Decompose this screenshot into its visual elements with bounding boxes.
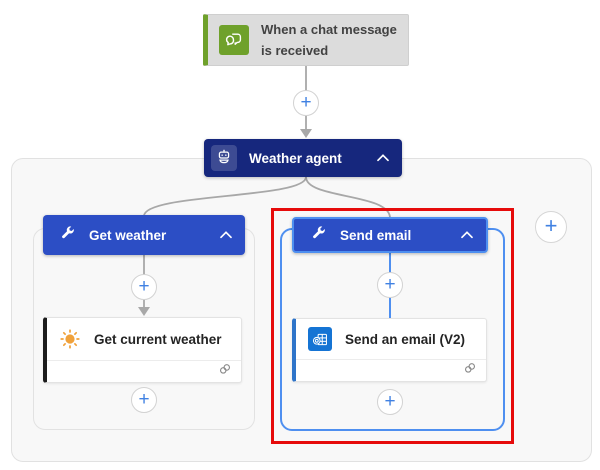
branch-label: Get weather <box>89 227 167 243</box>
trigger-title: When a chat message is received <box>261 22 397 58</box>
add-tool-button[interactable]: + <box>535 211 567 243</box>
branch-label: Send email <box>340 227 412 243</box>
weather-agent-card[interactable]: Weather agent <box>204 139 402 177</box>
send-email-header[interactable]: Send email <box>292 217 488 253</box>
card-footer <box>296 359 486 381</box>
connection-icon[interactable] <box>218 362 232 381</box>
plus-icon: + <box>300 91 312 113</box>
insert-step-button-right[interactable]: + <box>377 272 403 298</box>
card-title-row: Get current weather <box>47 318 241 360</box>
plus-icon: + <box>138 388 150 410</box>
action-title: Send an email (V2) <box>345 331 466 347</box>
agent-label: Weather agent <box>249 150 342 166</box>
plus-icon: + <box>138 275 150 297</box>
robot-icon <box>211 145 237 171</box>
card-title-row: Send an email (V2) <box>296 319 486 359</box>
selection-highlight-box <box>271 208 514 444</box>
trigger-card[interactable]: When a chat message is received <box>203 14 409 66</box>
get-weather-header[interactable]: Get weather <box>43 215 245 255</box>
sun-icon <box>59 328 81 350</box>
chevron-up-icon[interactable] <box>461 226 473 244</box>
insert-step-button-top[interactable]: + <box>293 90 319 116</box>
wrench-icon <box>311 225 326 245</box>
get-current-weather-card[interactable]: Get current weather <box>43 317 242 383</box>
plus-icon: + <box>384 390 396 412</box>
plus-icon: + <box>384 273 396 295</box>
plus-icon: + <box>544 213 558 238</box>
chat-icon <box>219 25 249 55</box>
send-an-email-card[interactable]: Send an email (V2) <box>292 318 487 382</box>
add-action-button-right[interactable]: + <box>377 389 403 415</box>
card-footer <box>47 360 241 382</box>
outlook-icon <box>308 327 332 351</box>
wrench-icon <box>60 225 75 245</box>
action-title: Get current weather <box>94 331 222 347</box>
chevron-up-icon[interactable] <box>220 226 232 244</box>
insert-step-button-left[interactable]: + <box>131 274 157 300</box>
chevron-up-icon[interactable] <box>377 149 389 167</box>
connection-icon[interactable] <box>463 361 477 380</box>
add-action-button-left[interactable]: + <box>131 387 157 413</box>
